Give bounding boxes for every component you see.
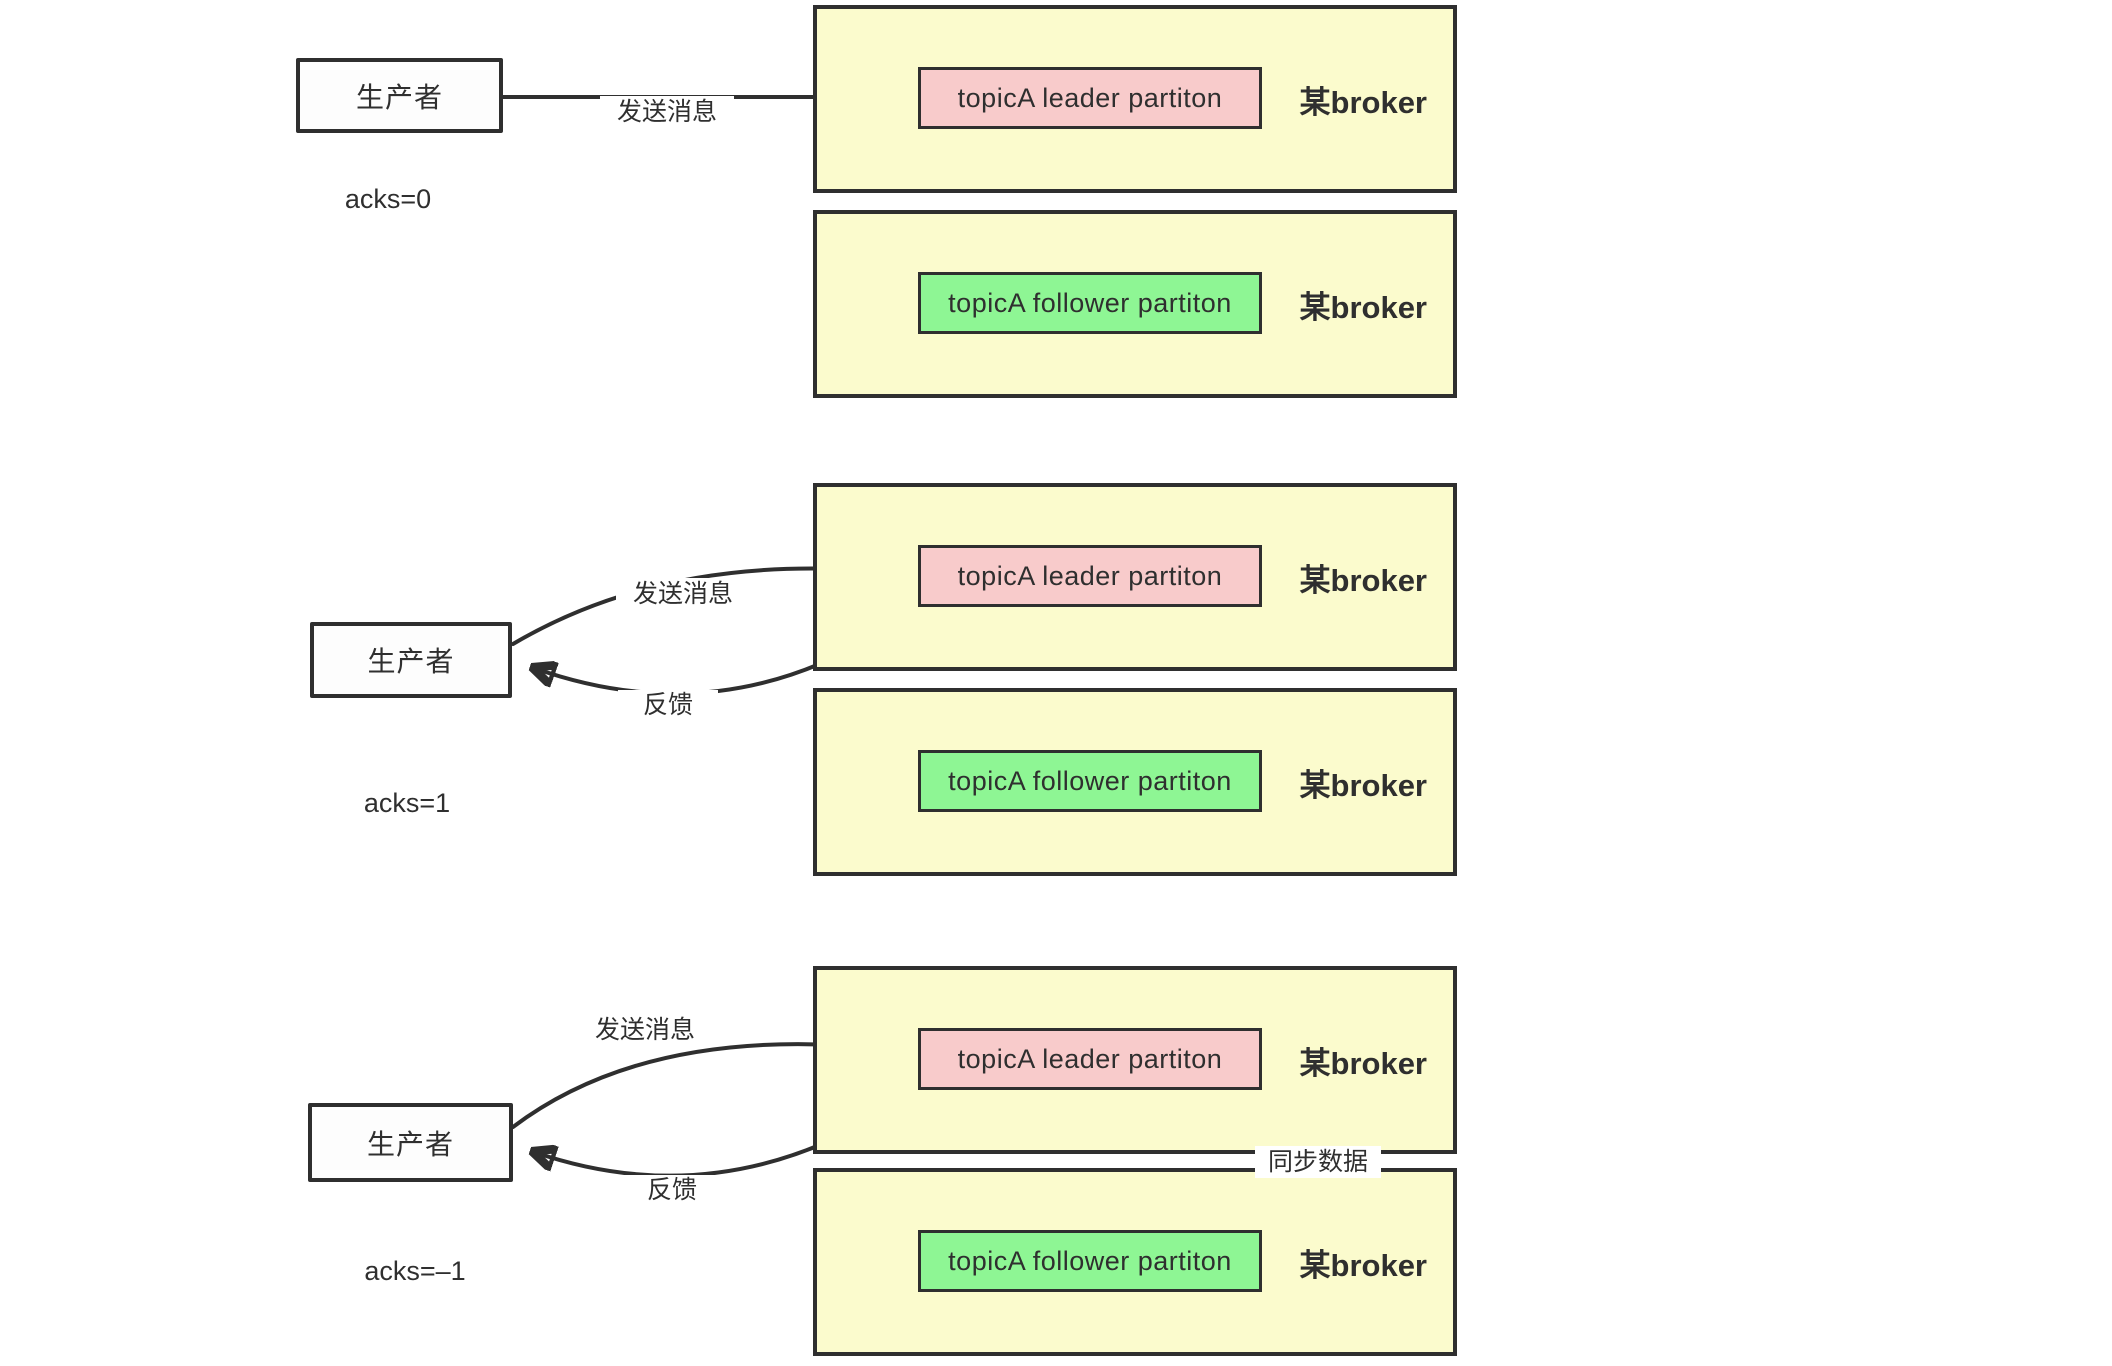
producer-label: 生产者 (355, 81, 443, 113)
leader-partition-box: topicA leader partiton (918, 67, 1262, 129)
producer-label: 生产者 (366, 1128, 454, 1160)
follower-partition-label: topicA follower partiton (948, 765, 1232, 796)
broker-box: topicA follower partiton 某broker (813, 210, 1457, 398)
broker-name: 某broker (1299, 1247, 1427, 1283)
broker-name: 某broker (1299, 562, 1427, 598)
acks-label: acks=0 (344, 184, 432, 214)
follower-partition-box: topicA follower partiton (918, 272, 1262, 334)
broker-box: topicA follower partiton 某broker (813, 1168, 1457, 1356)
send-message-label: 发送消息 (616, 578, 750, 610)
follower-partition-label: topicA follower partiton (948, 287, 1232, 318)
follower-partition-box: topicA follower partiton (918, 1230, 1262, 1292)
acks-label: acks=1 (363, 788, 451, 818)
broker-name: 某broker (1299, 289, 1427, 325)
broker-box: topicA follower partiton 某broker (813, 688, 1457, 876)
broker-box: topicA leader partiton 某broker (813, 966, 1457, 1154)
broker-name: 某broker (1299, 84, 1427, 120)
producer-label: 生产者 (367, 646, 455, 677)
acks-label: acks=–1 (364, 1256, 466, 1286)
sync-data-label: 同步数据 (1255, 1146, 1381, 1178)
leader-partition-label: topicA leader partiton (957, 1043, 1223, 1074)
producer-box: 生产者 (310, 622, 512, 698)
feedback-label: 反馈 (618, 690, 718, 720)
send-message-label: 发送消息 (600, 96, 734, 128)
broker-name: 某broker (1299, 767, 1427, 803)
send-message-label: 发送消息 (578, 1014, 712, 1046)
broker-box: topicA leader partiton 某broker (813, 5, 1457, 193)
producer-box: 生产者 (296, 58, 503, 133)
follower-partition-label: topicA follower partiton (948, 1245, 1232, 1276)
leader-partition-label: topicA leader partiton (957, 560, 1223, 591)
broker-box: topicA leader partiton 某broker (813, 483, 1457, 671)
leader-partition-box: topicA leader partiton (918, 1028, 1262, 1090)
leader-partition-box: topicA leader partiton (918, 545, 1262, 607)
producer-box: 生产者 (308, 1103, 513, 1182)
broker-name: 某broker (1299, 1045, 1427, 1081)
follower-partition-box: topicA follower partiton (918, 750, 1262, 812)
feedback-label: 反馈 (622, 1175, 722, 1205)
leader-partition-label: topicA leader partiton (957, 82, 1223, 113)
